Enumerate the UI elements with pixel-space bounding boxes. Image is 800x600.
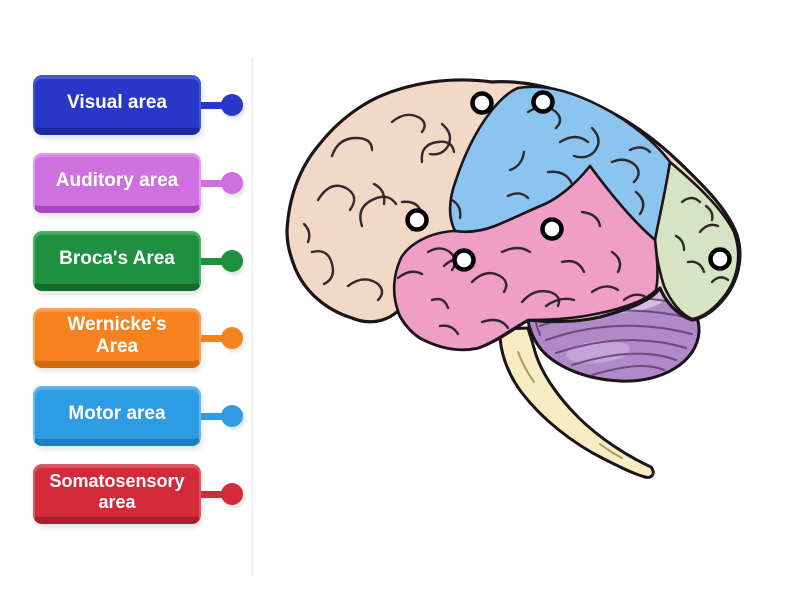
label-brocas-area[interactable]: Broca's Area	[33, 231, 243, 291]
brain-stem-creases	[517, 351, 623, 459]
brain-marker[interactable]	[405, 208, 429, 232]
pink-region	[392, 164, 659, 351]
label-text: Broca's Area	[59, 247, 175, 269]
label-wernickes-area[interactable]: Wernicke's Area	[33, 308, 243, 368]
label-visual-area[interactable]: Visual area	[33, 75, 243, 135]
label-text: Auditory area	[55, 169, 179, 191]
brain-marker[interactable]	[708, 247, 732, 271]
label-pill[interactable]: Broca's Area	[33, 231, 201, 291]
connector-dot	[221, 172, 243, 194]
label-pill[interactable]: Somatosensory area	[33, 464, 201, 524]
label-connector	[201, 405, 243, 427]
brain-marker[interactable]	[531, 90, 555, 114]
brain-marker[interactable]	[470, 91, 494, 115]
brain-marker[interactable]	[540, 217, 564, 241]
label-text: Motor area	[68, 402, 166, 424]
connector-dot	[221, 327, 243, 349]
label-auditory-area[interactable]: Auditory area	[33, 153, 243, 213]
hotspot-markers	[405, 90, 732, 272]
label-text: Visual area	[66, 91, 167, 113]
label-connector	[201, 483, 243, 505]
brain-marker[interactable]	[452, 248, 476, 272]
brain-stem	[498, 326, 655, 479]
label-text: Somatosensory area	[49, 471, 185, 512]
connector-dot	[221, 94, 243, 116]
label-motor-area[interactable]: Motor area	[33, 386, 243, 446]
label-connector	[201, 250, 243, 272]
label-somatosensory-area[interactable]: Somatosensory area	[33, 464, 243, 524]
label-pill[interactable]: Auditory area	[33, 153, 201, 213]
connector-dot	[221, 483, 243, 505]
green-region	[653, 160, 740, 321]
connector-dot	[221, 405, 243, 427]
label-connector	[201, 94, 243, 116]
connector-dot	[221, 250, 243, 272]
label-connector	[201, 327, 243, 349]
label-pill[interactable]: Wernicke's Area	[33, 308, 201, 368]
label-connector	[201, 172, 243, 194]
label-pill[interactable]: Motor area	[33, 386, 201, 446]
label-pill[interactable]: Visual area	[33, 75, 201, 135]
label-text: Wernicke's Area	[67, 314, 167, 357]
